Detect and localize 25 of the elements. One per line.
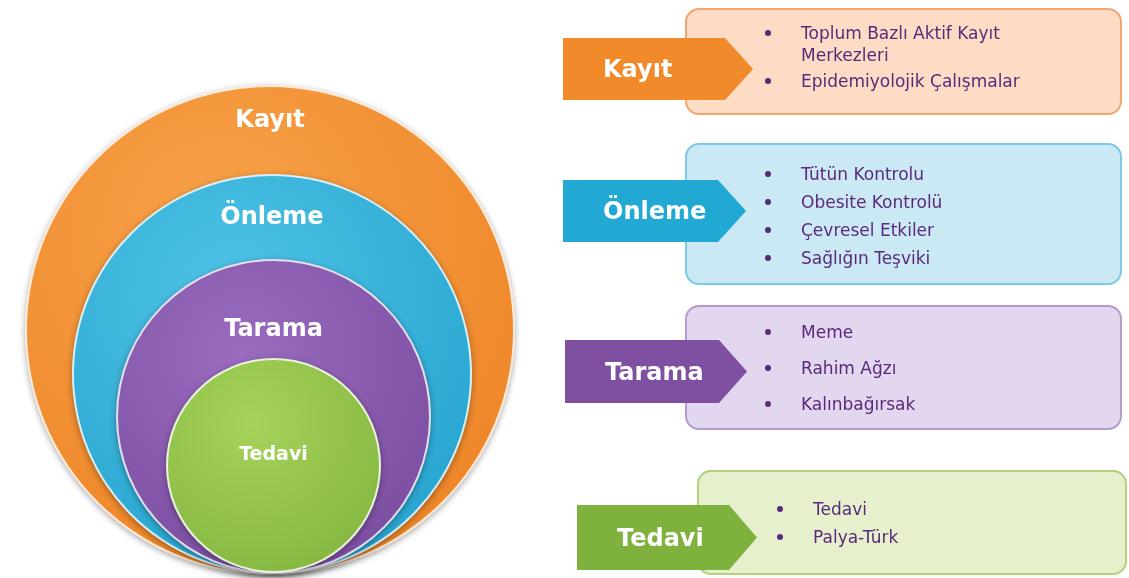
circle-shape	[166, 358, 381, 573]
list-item: Obesite Kontrolü	[801, 191, 943, 213]
chevron-label: Kayıt	[603, 55, 673, 83]
circle-label: Tedavi	[239, 442, 308, 464]
list-item: Toplum Bazlı Aktif Kayıt Merkezleri	[801, 22, 1001, 66]
circle-label: Önleme	[220, 202, 324, 230]
chevron-label: Tarama	[605, 357, 704, 386]
list-item: Çevresel Etkiler	[801, 219, 935, 241]
list-card	[685, 8, 1122, 115]
list-item: Rahim Ağzı	[801, 357, 897, 379]
list-item: Palya-Türk	[813, 526, 899, 548]
circle-label: Kayıt	[235, 105, 305, 133]
chevron-label: Tedavi	[617, 523, 704, 552]
chevron-arrow	[563, 38, 753, 100]
list-item: Epidemiyolojik Çalışmalar	[801, 70, 1020, 92]
chevron-arrow	[565, 340, 747, 403]
list-item: Meme	[801, 321, 854, 343]
circle-label: Tarama	[224, 314, 323, 342]
chevron-arrow	[577, 505, 757, 570]
list-item: Sağlığın Teşviki	[801, 247, 931, 269]
list-item: Tütün Kontrolu	[801, 163, 925, 185]
list-item: Tedavi	[813, 498, 867, 520]
chevron-label: Önleme	[603, 197, 707, 225]
chevron-arrow	[563, 180, 746, 242]
list-item: Kalınbağırsak	[801, 393, 916, 415]
